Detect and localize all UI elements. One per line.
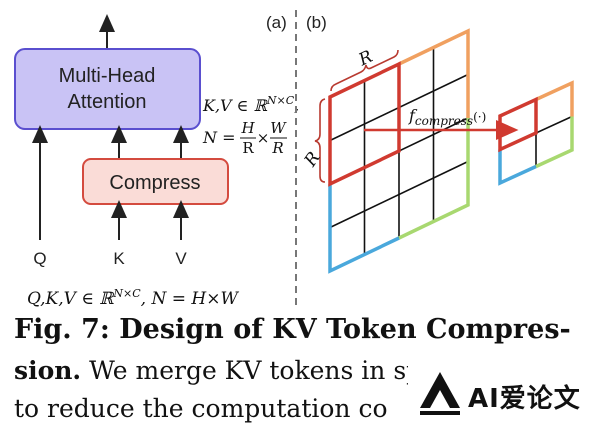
qkv-shape-formula: Q,K,V ∈ ℝN×C, N = H×W [27, 287, 239, 309]
attention-label-line2: Attention [68, 91, 147, 113]
n-times: × [257, 129, 270, 147]
n-frac2-numerator: W [270, 119, 287, 137]
window-top-brace [330, 49, 399, 92]
input-q-label: Q [33, 249, 46, 268]
input-token-grid [328, 28, 470, 274]
compress-function-label: fcompress(·) [408, 106, 486, 128]
n-frac2-denominator: R [271, 139, 283, 157]
attention-label-line1: Multi-Head [59, 65, 156, 87]
window-left-brace [314, 98, 326, 183]
multi-head-attention-box [14, 48, 201, 130]
compression-window [328, 61, 401, 187]
n-frac1-denominator: R [242, 139, 254, 157]
n-formula-prefix: N = [202, 128, 236, 147]
input-k-label: K [113, 249, 125, 268]
compressed-token-grid [498, 80, 574, 186]
panel-a-label: (a) [266, 13, 287, 32]
watermark: AI爱论文 [408, 358, 600, 431]
compress-label: Compress [109, 172, 200, 194]
compress-box [82, 158, 229, 205]
watermark-text: AI爱论文 [468, 384, 581, 414]
n-frac1-numerator: H [240, 119, 255, 137]
panel-b-label: (b) [306, 13, 327, 32]
window-size-label-left: R [300, 148, 324, 171]
compressed-token [498, 96, 538, 153]
watermark-logo-icon [420, 372, 460, 415]
kv-shape-formula: K,V ∈ ℝN×C, [202, 94, 299, 115]
caption-bold-lead: sion. [14, 356, 82, 385]
input-v-label: V [175, 249, 187, 268]
figure-caption-line1: Fig. 7: Design of KV Token Compres- [14, 314, 571, 345]
figure-caption-line3: to reduce the computation co [14, 394, 388, 423]
